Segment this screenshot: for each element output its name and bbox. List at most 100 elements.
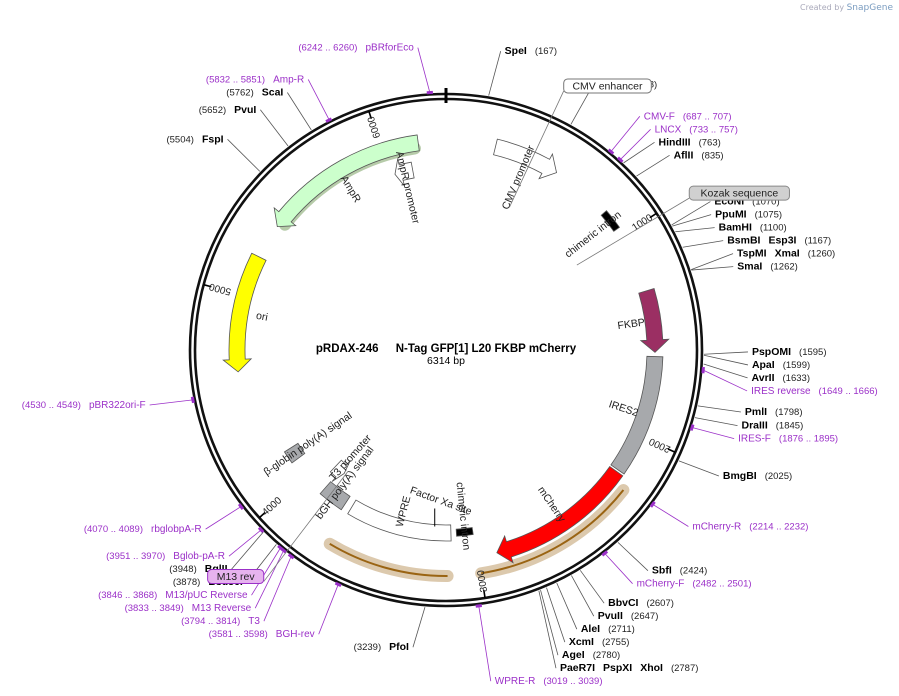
primer-mark [475,604,483,608]
tick-mark [667,448,676,453]
leader-line [604,553,633,584]
feature-cmv-promoter [493,138,558,180]
label-name: SbfI [652,565,672,577]
label-name: IRES-F [738,434,771,445]
leader-line [619,129,651,160]
label-coord: (1100) [760,223,787,234]
highlight-line [329,542,448,577]
feature-label: FKBP [617,316,646,332]
tick-label: 6000 [366,114,383,139]
callout-box [688,185,790,201]
feature-label: IRES2 [607,398,640,419]
leader-line [287,92,312,131]
label-coord: (2025) [765,471,792,482]
label-name: BamHI [719,222,752,234]
leader-line [538,590,557,669]
label-coord: (4070 .. 4089) [84,524,143,535]
primer-label: WPRE-R(3019 .. 3039) [495,676,603,687]
label-coord: (687 .. 707) [683,111,732,122]
label-coord: (1075) [755,210,782,221]
label-coord: (733 .. 757) [689,124,738,135]
enzyme-label: AflII (835) [674,149,724,161]
leader-line [254,550,284,609]
leader-line [623,141,655,164]
label-coord: (1595) [799,347,826,358]
callout-line [508,90,565,208]
callout-text: CMV enhancer [572,80,643,92]
leader-line [691,253,734,270]
label-name: PfoI [389,641,409,653]
leader-line [682,240,724,248]
plasmid-title: pRDAX-246 N-Tag GFP[1] L20 FKBP mCherry [316,343,577,355]
leader-line [307,79,330,121]
label-coord: (2482 .. 2501) [692,579,751,590]
label-name: M13 Reverse [192,603,252,614]
label-name: ScaI [262,86,284,98]
enzyme-label: HindIII(763) [659,136,721,148]
leader-line [260,109,289,147]
primer-label: (3846 .. 3868)M13/pUC Reverse [98,590,248,601]
label-name: AleI [581,623,600,635]
label-coord: (1167) [804,236,831,247]
enzyme-label: AgeI(2780) [562,649,620,661]
primer-mark [334,581,342,588]
label-coord: (3878) [173,577,200,588]
tick-label: 5000 [208,280,233,297]
primer-mark [607,148,615,155]
primer-label: (3951 .. 3970)Bglob-pA-R [106,551,225,562]
feature-wpre [347,499,452,542]
label-name: PspOMI [752,346,791,358]
feature-label: mCherry [535,484,568,525]
enzyme-label: BmgBI (2025) [723,470,792,482]
callout-line [576,197,690,266]
snapgene-credit: Created by SnapGene [800,3,893,13]
label-name: SmaI [737,261,762,273]
label-coord: (835) [701,150,723,161]
label-name: mCherry-F [637,579,685,590]
feature-chimeric-intron [455,527,474,537]
label-name: AflII [674,149,694,161]
label-coord: (3833 .. 3849) [125,603,184,614]
callout-text: M13 rev [217,571,256,583]
leader-line [652,504,689,527]
label-coord: (763) [699,137,721,148]
enzyme-label: (3239)PfoI [354,641,409,653]
primer-label: (4070 .. 4089) rbglobpA-R [84,524,202,535]
label-name: BbvCI [608,597,638,609]
label-name: PmlI [745,406,767,418]
tick-label: 3000 [476,569,490,593]
tick-mark [649,212,657,219]
leader-line [417,47,431,93]
leader-line [251,547,281,596]
label-name: XcmI [569,636,594,648]
label-coord: (1649 .. 1666) [819,386,878,397]
tick-mark [258,511,266,519]
label-name: DraIII [742,420,768,432]
label-name2: XmaI [775,248,800,260]
label-coord: (2214 .. 2232) [749,521,808,532]
label-name: PvuII [598,610,623,622]
leader-line [678,460,720,477]
primer-mark [601,550,609,557]
label-coord: (1798) [775,407,802,418]
label-name: rbglobpA-R [151,524,202,535]
label-name: BmgBI [723,470,757,482]
leader-line [703,363,748,379]
leader-line [263,556,292,622]
label-name: mCherry-R [692,521,741,532]
label-layer: SpeI(167)SnaBI(508)CMV-F(687 .. 707)LNCX… [22,43,878,688]
label-coord: (2780) [593,650,620,661]
leader-line [571,575,595,617]
enzyme-label: SpeI(167) [505,45,557,57]
primer-mark [277,544,284,552]
enzyme-label: PpuMI (1075) [715,209,782,221]
primer-label: (3833 .. 3849) M13 Reverse [125,603,252,614]
label-name: PpuMI [715,209,747,221]
feature-ampr [273,134,420,228]
label-coord: (3019 .. 3039) [543,676,602,687]
label-coord: (1070) [752,197,779,208]
label-coord: (1633) [783,373,810,384]
primer-mark [190,396,195,404]
